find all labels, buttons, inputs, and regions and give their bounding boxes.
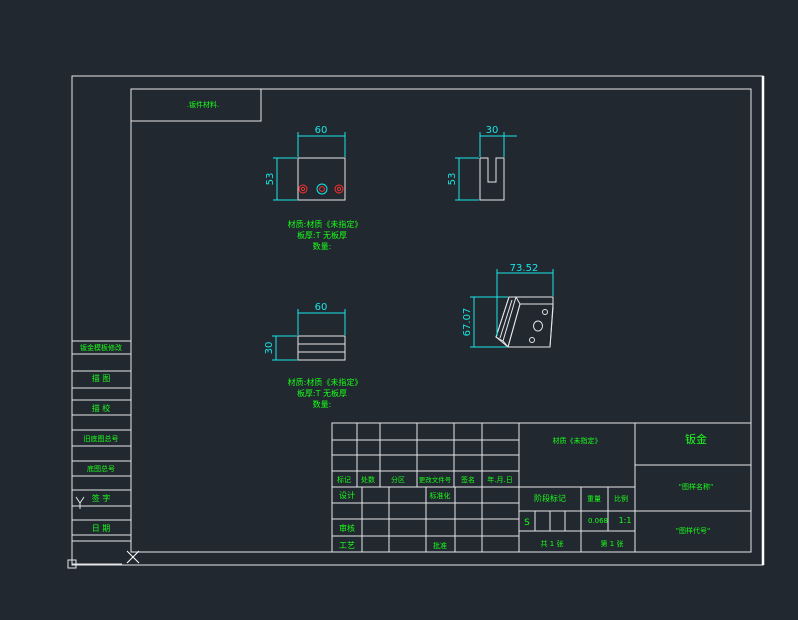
strip-label-4: 底图总号	[87, 464, 115, 473]
hole-right	[334, 184, 344, 194]
strip-label-6: 日 期	[92, 524, 111, 533]
strip-label-3: 旧底图总号	[84, 434, 119, 443]
note-thickness-2: 板厚:T 无板厚	[297, 388, 347, 398]
strip-label-1: 描 图	[92, 373, 111, 383]
tb-col-date: 年.月.日	[487, 475, 512, 484]
tb-design: 设计	[339, 490, 355, 500]
tb-material: 材质《未指定》	[553, 436, 602, 445]
note-thickness-1: 板厚:T 无板厚	[297, 230, 347, 240]
strip-label-2: 描 校	[92, 403, 111, 413]
title-block: 标记 处数 分区 更改文件号 签名 年.月.日 设计 标准化 审核 工艺 批准 …	[331, 422, 752, 553]
iso-width-dim: 73.52	[510, 263, 539, 274]
tb-standardize: 标准化	[430, 491, 451, 500]
iso-hole-bottom	[529, 337, 535, 343]
tb-scale-value: 1:1	[619, 516, 632, 525]
front-width-dim: 60	[315, 125, 328, 136]
header-box-label: .钣件材料.	[187, 100, 219, 109]
hole-center	[316, 183, 328, 195]
iso-height-dim: 67.07	[462, 308, 473, 337]
tb-sheet-no: 第 1 张	[601, 539, 624, 548]
tb-scale: 比例	[614, 494, 628, 503]
tb-weight-value: 0.068	[588, 517, 608, 525]
side-view[interactable]: 30 53	[447, 125, 517, 201]
hole-right-inner	[336, 186, 342, 192]
tb-drawing-name: "图样名称"	[679, 482, 713, 491]
tb-review: 审核	[339, 523, 355, 533]
bottom-width-dim: 60	[315, 302, 328, 313]
note-material-1: 材质:材质《未指定》	[288, 219, 363, 229]
tb-weight: 重量	[587, 495, 601, 503]
hole-left-inner	[300, 186, 306, 192]
note-material-2: 材质:材质《未指定》	[288, 377, 363, 387]
tb-company: 钣金	[685, 432, 707, 446]
tb-col-sign: 签名	[461, 475, 475, 484]
iso-hole-center	[533, 320, 543, 332]
tb-process: 工艺	[339, 541, 355, 550]
front-view[interactable]: 60 53	[265, 125, 346, 201]
tb-approve: 批准	[433, 541, 447, 550]
hole-left	[298, 184, 308, 194]
side-width-dim: 30	[486, 125, 499, 136]
sheet-outer-border	[71, 75, 764, 566]
notes-bottom: 材质:材质《未指定》 板厚:T 无板厚 数量:	[288, 377, 363, 409]
note-qty-2: 数量:	[313, 399, 332, 409]
iso-hole-top	[542, 309, 548, 315]
header-box: .钣件材料.	[130, 88, 262, 122]
bottom-height-dim: 30	[264, 342, 275, 355]
tb-col-count: 处数	[361, 475, 375, 484]
notes-front: 材质:材质《未指定》 板厚:T 无板厚 数量:	[288, 219, 363, 251]
tb-col-docno: 更改文件号	[419, 475, 452, 484]
side-height-dim: 53	[447, 173, 458, 186]
tb-col-zone: 分区	[391, 475, 405, 484]
tb-col-mark: 标记	[337, 475, 351, 484]
hole-center-inner	[319, 186, 325, 192]
tb-drawing-code: "图样代号"	[676, 526, 710, 535]
strip-label-0: 钣金模板修改	[80, 343, 122, 352]
note-qty-1: 数量:	[313, 241, 332, 251]
left-strip: 钣金模板修改 描 图 描 校 旧底图总号 底图总号 签 字 日 期	[71, 340, 132, 542]
front-height-dim: 53	[265, 173, 276, 186]
iso-view[interactable]: 73.52 67.07	[462, 263, 554, 348]
crosshair-cursor-icon	[126, 550, 140, 564]
ucs-icon[interactable]	[67, 496, 122, 569]
strip-label-5: 签 字	[92, 493, 111, 503]
tb-stage-s: S	[524, 518, 530, 528]
tb-stage-mark: 阶段标记	[534, 493, 566, 503]
tb-sheets-total: 共 1 张	[541, 539, 564, 548]
bottom-view[interactable]: 60 30	[264, 302, 346, 361]
